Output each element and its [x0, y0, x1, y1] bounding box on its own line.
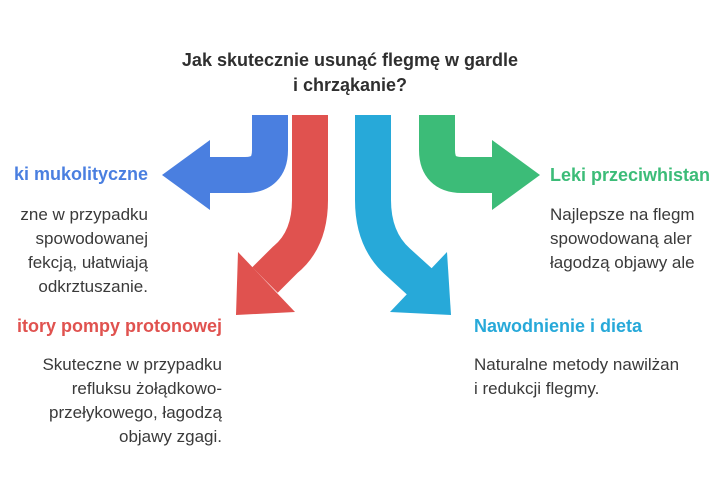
- cyan-arrow: [355, 115, 433, 296]
- green-arrowhead: [492, 140, 540, 210]
- text-line: Skuteczne w przypadku: [42, 355, 222, 374]
- blue-arrowhead: [162, 140, 210, 210]
- branch-heading-antihistamine: Leki przeciwhistan: [550, 165, 711, 185]
- branch-heading-hydration: Nawodnienie i dieta: [474, 316, 643, 336]
- branch-text-ppi: Skuteczne w przypadku refluksu żołądkowo…: [0, 353, 222, 449]
- text-line: objawy zgagi.: [118, 427, 222, 446]
- green-arrow: [419, 115, 492, 193]
- cyan-arrowhead: [390, 252, 451, 315]
- red-arrowhead: [236, 252, 295, 315]
- blue-arrow: [210, 115, 288, 193]
- left-clip-region: ki mukolityczne zne w przypadku spowodow…: [0, 0, 160, 500]
- branch-heading-mucolytic: ki mukolityczne: [13, 164, 148, 184]
- red-arrow: [252, 115, 328, 293]
- text-line: i redukcji flegmy.: [474, 379, 600, 398]
- text-line: refluksu żołądkowo-: [71, 379, 222, 398]
- text-line: Najlepsze na flegm: [550, 205, 695, 224]
- text-line: zne w przypadku: [20, 205, 148, 224]
- branch-text-mucolytic: zne w przypadku spowodowanej fekcją, uła…: [20, 203, 148, 299]
- text-line: Naturalne metody nawilżan: [474, 355, 680, 374]
- text-line: fekcją, ułatwiają: [27, 253, 148, 272]
- text-line: odkrztuszanie.: [38, 277, 148, 296]
- text-line: spowodowanej: [35, 229, 148, 248]
- text-line: spowodowaną aler: [550, 229, 692, 248]
- branch-heading-ppi: itory pompy protonowej: [17, 316, 222, 336]
- text-line: przełykowego, łagodzą: [49, 403, 222, 422]
- text-line: łagodzą objawy ale: [550, 253, 695, 272]
- branch-text-hydration: Naturalne metody nawilżan i redukcji fle…: [474, 353, 679, 401]
- branch-text-antihistamine: Najlepsze na flegm spowodowaną aler łago…: [550, 203, 695, 275]
- diagram-title: Jak skutecznie usunąć flegmę w gardle i …: [181, 50, 519, 95]
